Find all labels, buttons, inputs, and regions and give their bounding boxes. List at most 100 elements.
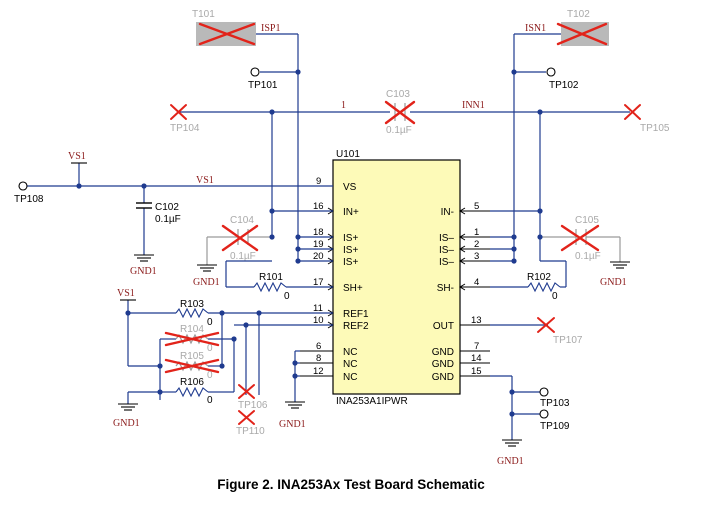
isn1-label: ISN1 xyxy=(525,23,546,34)
tp101-label: TP101 xyxy=(248,80,278,91)
resistor-r103 xyxy=(175,307,209,319)
junction xyxy=(269,208,275,214)
c103-value: 0.1µF xyxy=(386,125,412,136)
pin-num-3: 3 xyxy=(474,251,479,262)
junction xyxy=(269,109,275,115)
gnd-label-right: GND1 xyxy=(497,456,524,467)
junction xyxy=(511,246,517,252)
capacitor-c102 xyxy=(136,202,152,209)
gnd-label-nc: GND1 xyxy=(279,419,306,430)
tp107-label: TP107 xyxy=(553,335,583,346)
resistor-r105-dnp xyxy=(164,358,220,374)
pin-name-in-plus: IN+ xyxy=(343,207,359,218)
testpoint-tp101 xyxy=(250,67,260,77)
t102-label: T102 xyxy=(567,9,590,20)
junction xyxy=(125,310,131,316)
junction xyxy=(295,69,301,75)
c102-ref: C102 xyxy=(155,202,179,213)
junction xyxy=(511,234,517,240)
isp1-label: ISP1 xyxy=(261,23,280,34)
capacitor-c105-dnp xyxy=(560,224,600,252)
pin-num-20: 20 xyxy=(313,251,324,262)
resistor-r101 xyxy=(253,281,287,293)
pin-num-4: 4 xyxy=(474,277,479,288)
junction xyxy=(295,234,301,240)
junction xyxy=(269,234,275,240)
pin-num-13: 13 xyxy=(471,315,482,326)
vs1-power-label: VS1 xyxy=(68,151,86,162)
t101-label: T101 xyxy=(192,9,215,20)
ground-symbol xyxy=(118,403,138,411)
pin-num-14: 14 xyxy=(471,353,482,364)
vs1-wire-label: VS1 xyxy=(196,175,214,186)
c102-value: 0.1µF xyxy=(155,214,181,225)
testpoint-tp107-dnp xyxy=(537,317,555,333)
r103-ref: R103 xyxy=(180,299,204,310)
tp104-label: TP104 xyxy=(170,123,200,134)
gnd-pin-wires xyxy=(490,375,540,440)
pin-name-is-plus-18: IS+ xyxy=(343,233,358,244)
pin-num-11: 11 xyxy=(313,303,323,314)
tp106-label: TP106 xyxy=(238,400,268,411)
c105-value: 0.1µF xyxy=(575,251,601,262)
ic-right-pin-lines xyxy=(460,210,490,377)
c103-ref: C103 xyxy=(386,89,410,100)
r104-value: 0 xyxy=(207,343,213,354)
pin-num-8: 8 xyxy=(316,353,321,364)
pin-name-gnd-14: GND xyxy=(432,359,454,370)
junction xyxy=(292,373,298,379)
pin-num-1: 1 xyxy=(474,227,479,238)
figure-caption: Figure 2. INA253Ax Test Board Schematic xyxy=(217,477,485,492)
ground-symbol xyxy=(502,439,522,447)
r103-value: 0 xyxy=(207,317,213,328)
r106-ref: R106 xyxy=(180,377,204,388)
capacitor-c103 xyxy=(384,100,416,125)
net1-label: 1 xyxy=(341,100,346,111)
r106-value: 0 xyxy=(207,395,213,406)
junction xyxy=(243,322,249,328)
pin-num-10: 10 xyxy=(313,315,324,326)
shunt-pad-t102 xyxy=(556,22,609,46)
junction xyxy=(76,183,82,189)
r105-ref: R105 xyxy=(180,351,204,362)
junction xyxy=(511,258,517,264)
ground-symbol xyxy=(197,264,217,272)
pin-num-7: 7 xyxy=(474,341,479,352)
gnd-label-c105: GND1 xyxy=(600,277,627,288)
pin-num-18: 18 xyxy=(313,227,324,238)
pin-num-17: 17 xyxy=(313,277,324,288)
ground-symbol xyxy=(610,261,630,269)
junction xyxy=(231,336,237,342)
testpoint-tp108 xyxy=(18,181,28,191)
c104-value: 0.1µF xyxy=(230,251,256,262)
pin-name-ref1: REF1 xyxy=(343,309,369,320)
ic-ref: U101 xyxy=(336,149,360,160)
tp103-label: TP103 xyxy=(540,398,570,409)
pin-name-sh-minus: SH- xyxy=(437,283,454,294)
junction xyxy=(509,411,515,417)
tp109-label: TP109 xyxy=(540,421,570,432)
pin-name-gnd-7: GND xyxy=(432,347,454,358)
testpoint-tp109 xyxy=(539,409,549,419)
ic-body xyxy=(332,159,461,395)
junction xyxy=(511,69,517,75)
r102-wires xyxy=(490,237,567,288)
junction xyxy=(219,310,225,316)
vs1-ref-label: VS1 xyxy=(117,288,135,299)
r102-ref: R102 xyxy=(527,272,551,283)
ic-part: INA253A1IPWR xyxy=(336,396,408,407)
junction xyxy=(509,389,515,395)
pin-name-is-plus-20: IS+ xyxy=(343,257,358,268)
testpoint-tp104-dnp xyxy=(170,104,187,120)
c105-wires xyxy=(540,229,621,262)
tp105-label: TP105 xyxy=(640,123,670,134)
pin-name-is-minus-3: IS– xyxy=(439,257,454,268)
ref-network-wires xyxy=(127,300,333,400)
vs1-wires xyxy=(27,163,333,255)
pin-name-nc-12: NC xyxy=(343,372,357,383)
pin-name-nc-8: NC xyxy=(343,359,357,370)
pin-name-vs: VS xyxy=(343,182,357,193)
testpoint-tp106-dnp xyxy=(238,384,255,399)
capacitor-c104-dnp xyxy=(221,224,259,252)
